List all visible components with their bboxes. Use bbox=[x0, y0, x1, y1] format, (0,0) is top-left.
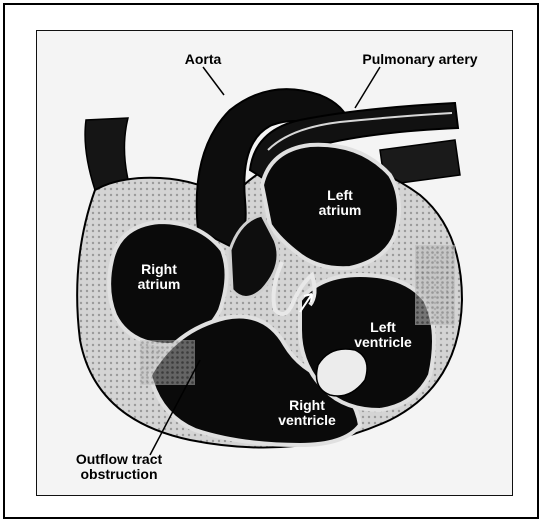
label-aorta: Aorta bbox=[168, 52, 238, 67]
label-right-atrium: Right atrium bbox=[124, 262, 194, 292]
label-pulmonary-artery: Pulmonary artery bbox=[340, 52, 500, 67]
shading-patch-1 bbox=[415, 245, 455, 325]
shading-patch-2 bbox=[140, 340, 195, 385]
pulmonary-artery-leader-line bbox=[355, 67, 380, 108]
label-left-ventricle: Left ventricle bbox=[338, 320, 428, 350]
label-outflow-tract: Outflow tract obstruction bbox=[54, 452, 184, 482]
label-left-atrium: Left atrium bbox=[305, 188, 375, 218]
label-right-ventricle: Right ventricle bbox=[262, 398, 352, 428]
aorta-leader-line bbox=[203, 67, 224, 95]
